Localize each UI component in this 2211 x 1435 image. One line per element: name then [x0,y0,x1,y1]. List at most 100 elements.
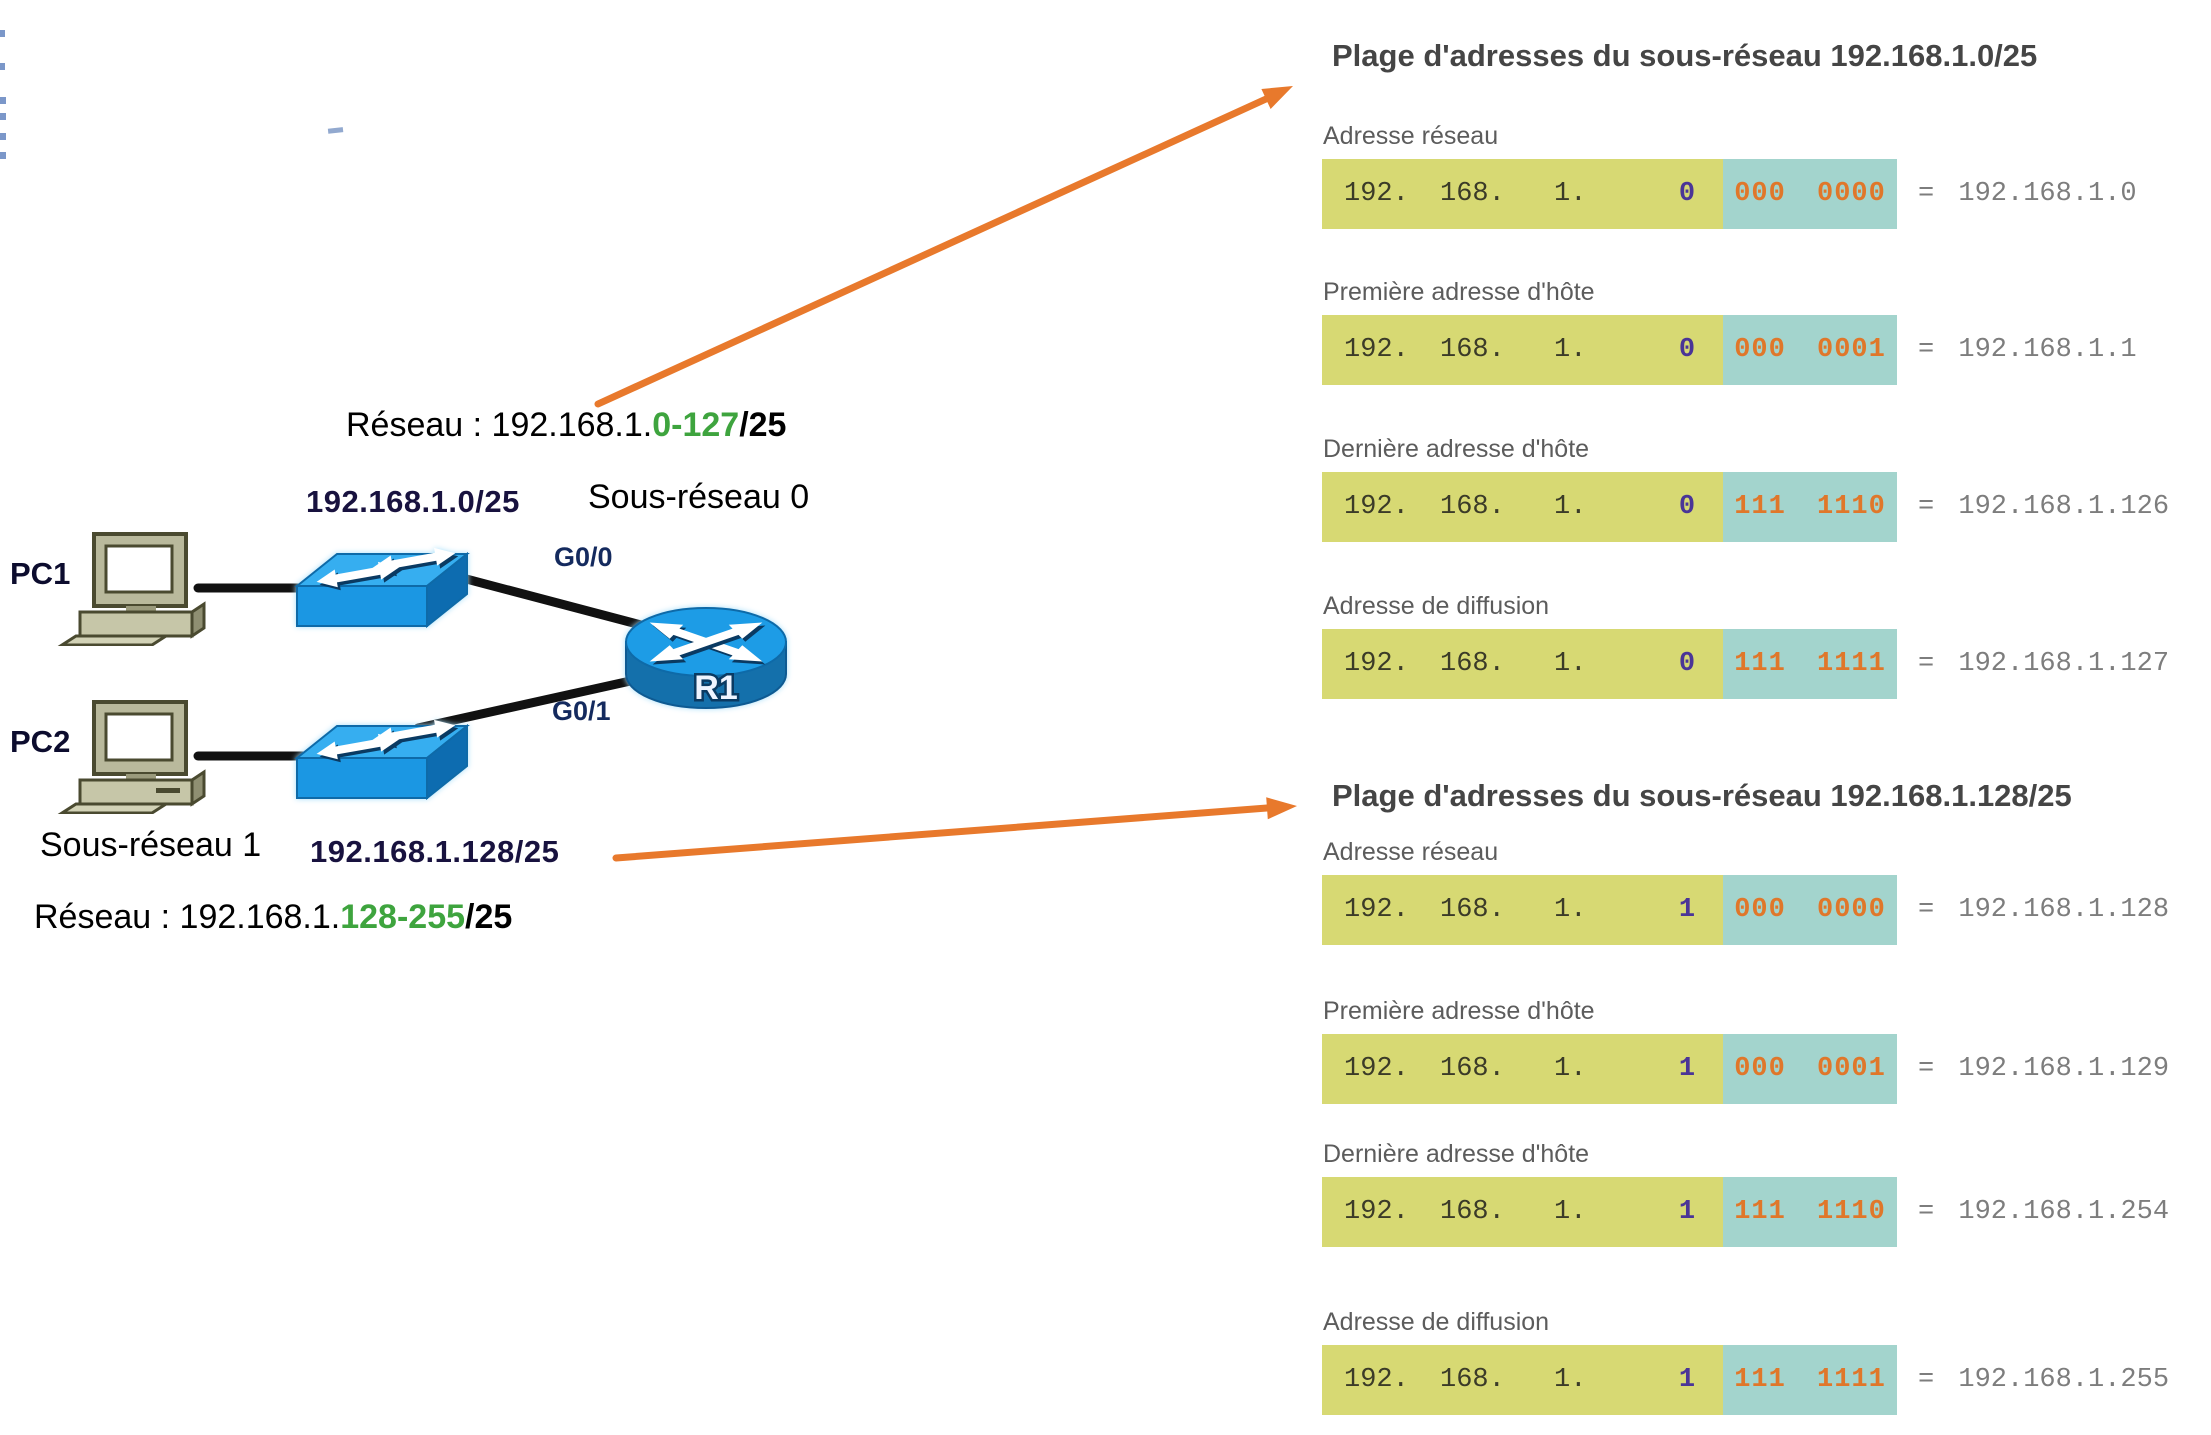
pc2-icon [57,700,206,814]
subnet1-range-label: Réseau : 192.168.1.128-255/25 [34,898,512,937]
octet-2: 168. [1440,179,1505,209]
table2-row2-bar: 192. 168. 1. 1 000 0001 = 192.168.1.129 [1322,1034,2211,1104]
subnet-bit: 1 [1678,1365,1696,1395]
decimal-octets-box: 192. 168. 1. 1 [1322,875,1723,945]
subnet0-ip-label: 192.168.1.0/25 [306,484,520,519]
table1-row4-bar: 192. 168. 1. 0 111 1111 = 192.168.1.127 [1322,629,2211,699]
subnet1-range-highlight: 128-255 [340,898,466,936]
resulting-address: = 192.168.1.1 [1918,335,2137,365]
host-bits-box: 111 1110 [1723,472,1897,542]
table2-row1-bar: 192. 168. 1. 1 000 0000 = 192.168.1.128 [1322,875,2211,945]
octet-2: 168. [1440,492,1505,522]
router-icon: R1 [625,607,787,710]
octet-2: 168. [1440,1365,1505,1395]
host-bits-box: 000 0001 [1723,315,1897,385]
host-bits: 111 1110 [1734,492,1886,522]
decimal-octets-box: 192. 168. 1. 0 [1322,472,1723,542]
subnet0-range-suffix: /25 [739,406,787,444]
router-label: R1 [694,669,737,707]
table1-row1-bar: 192. 168. 1. 0 000 0000 = 192.168.1.0 [1322,159,2211,229]
host-bits-box: 111 1111 [1723,1345,1897,1415]
octet-1: 192. [1344,335,1409,365]
callout-arrows [594,86,1297,862]
host-bits: 111 1111 [1734,649,1886,679]
table2-row3-bar: 192. 168. 1. 1 111 1110 = 192.168.1.254 [1322,1177,2211,1247]
subnet0-range-prefix: Réseau : 192.168.1. [346,406,653,444]
octet-3: 1. [1554,649,1587,679]
host-bits-box: 111 1111 [1723,629,1897,699]
subnet-bit: 1 [1678,1197,1696,1227]
decimal-octets-box: 192. 168. 1. 1 [1322,1345,1723,1415]
octet-1: 192. [1344,1054,1409,1084]
host-bits-box: 111 1110 [1723,1177,1897,1247]
octet-2: 168. [1440,1197,1505,1227]
table1-row1-label: Adresse réseau [1323,122,1499,150]
table2-title: Plage d'adresses du sous-réseau 192.168.… [1332,778,2072,813]
octet-3: 1. [1554,1054,1587,1084]
subnet-bit: 0 [1678,649,1696,679]
host-bits: 111 1111 [1734,1365,1886,1395]
table2-row2-label: Première adresse d'hôte [1323,997,1595,1025]
host-bits: 000 0000 [1734,179,1886,209]
pc1-label: PC1 [10,556,71,591]
octet-1: 192. [1344,895,1409,925]
table2-row3-label: Dernière adresse d'hôte [1323,1140,1590,1168]
resulting-address: = 192.168.1.127 [1918,649,2170,679]
resulting-address: = 192.168.1.255 [1918,1365,2170,1395]
decimal-octets-box: 192. 168. 1. 0 [1322,159,1723,229]
subnet-bit: 1 [1678,1054,1696,1084]
resulting-address: = 192.168.1.129 [1918,1054,2170,1084]
interface-g0-0-label: G0/0 [554,542,613,572]
pc1-icon [57,532,206,646]
octet-1: 192. [1344,1197,1409,1227]
subnet0-name-label: Sous-réseau 0 [588,478,810,516]
table2-row4-bar: 192. 168. 1. 1 111 1111 = 192.168.1.255 [1322,1345,2211,1415]
octet-1: 192. [1344,492,1409,522]
table1-row4-label: Adresse de diffusion [1323,592,1550,620]
switch1-icon [294,544,470,629]
edge-tick-marks [0,30,344,159]
decimal-octets-box: 192. 168. 1. 0 [1322,629,1723,699]
octet-3: 1. [1554,179,1587,209]
subnet1-range-prefix: Réseau : 192.168.1. [34,898,341,936]
subnet-bit: 0 [1678,492,1696,522]
subnet1-name-label: Sous-réseau 1 [40,826,262,864]
subnet1-range-suffix: /25 [465,898,513,936]
decimal-octets-box: 192. 168. 1. 0 [1322,315,1723,385]
arrow-subnet1-to-table [612,797,1297,862]
octet-2: 168. [1440,895,1505,925]
resulting-address: = 192.168.1.128 [1918,895,2170,925]
subnet-bit: 0 [1678,335,1696,365]
octet-1: 192. [1344,649,1409,679]
decimal-octets-box: 192. 168. 1. 1 [1322,1034,1723,1104]
octet-3: 1. [1554,1365,1587,1395]
arrow-subnet0-to-table [594,86,1293,408]
host-bits-box: 000 0000 [1723,875,1897,945]
octet-3: 1. [1554,335,1587,365]
resulting-address: = 192.168.1.254 [1918,1197,2170,1227]
octet-3: 1. [1554,895,1587,925]
table1-row2-label: Première adresse d'hôte [1323,278,1595,306]
octet-3: 1. [1554,492,1587,522]
host-bits: 000 0001 [1734,1054,1886,1084]
host-bits: 000 0000 [1734,895,1886,925]
subnet0-range-highlight: 0-127 [652,406,740,444]
table2-row4-label: Adresse de diffusion [1323,1308,1550,1336]
pc2-label: PC2 [10,724,71,759]
table1-row2-bar: 192. 168. 1. 0 000 0001 = 192.168.1.1 [1322,315,2211,385]
subnet-bit: 0 [1678,179,1696,209]
host-bits-box: 000 0001 [1723,1034,1897,1104]
host-bits-box: 000 0000 [1723,159,1897,229]
octet-2: 168. [1440,1054,1505,1084]
octet-2: 168. [1440,649,1505,679]
decimal-octets-box: 192. 168. 1. 1 [1322,1177,1723,1247]
host-bits: 111 1110 [1734,1197,1886,1227]
table1-row3-bar: 192. 168. 1. 0 111 1110 = 192.168.1.126 [1322,472,2211,542]
resulting-address: = 192.168.1.126 [1918,492,2170,522]
switch2-icon [294,716,470,801]
octet-1: 192. [1344,179,1409,209]
table1-row3-label: Dernière adresse d'hôte [1323,435,1590,463]
resulting-address: = 192.168.1.0 [1918,179,2137,209]
interface-g0-1-label: G0/1 [552,696,611,726]
